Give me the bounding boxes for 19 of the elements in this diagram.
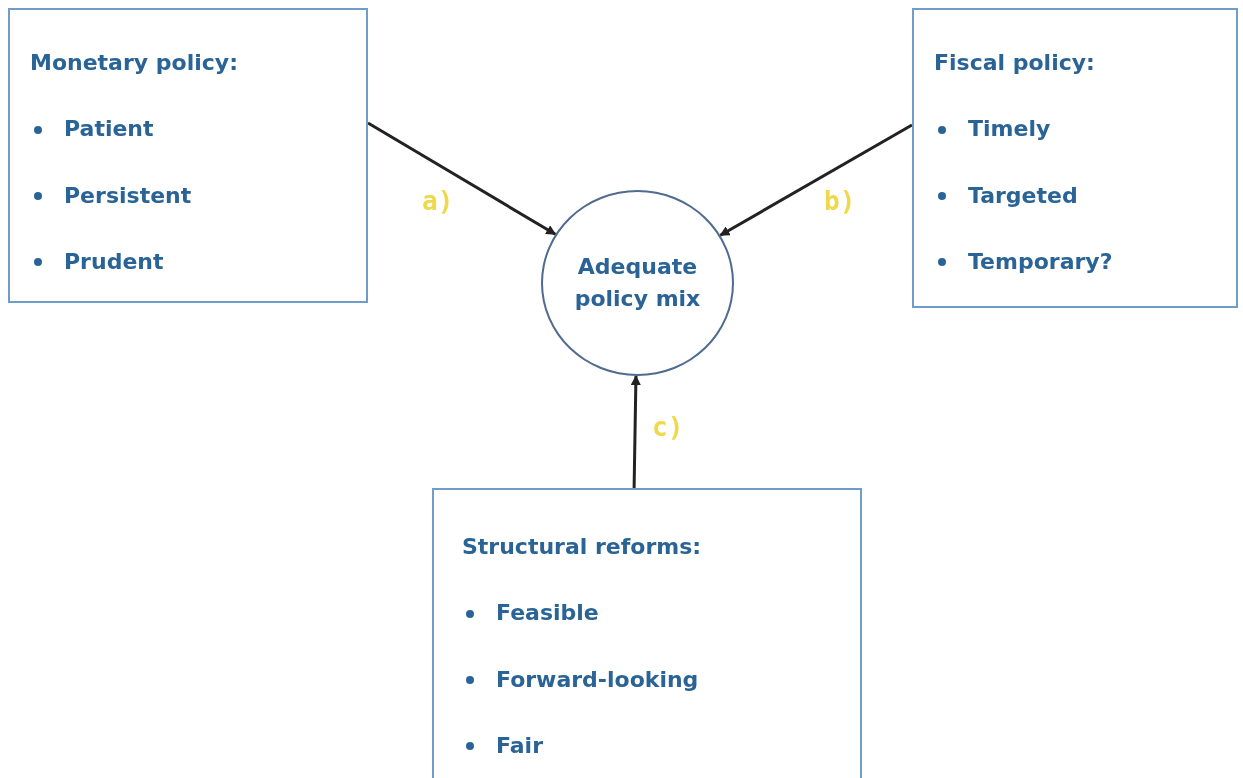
bullet-item: Feasible — [496, 600, 599, 627]
node-title: Adequate policy mix — [573, 253, 702, 313]
bullet-item: Patient — [64, 116, 154, 143]
bullet-item: Forward-looking — [496, 666, 699, 694]
policy-box — [8, 8, 368, 303]
policy-box — [432, 488, 862, 778]
bullet-item: Persistent — [64, 182, 192, 210]
arrow — [719, 123, 913, 237]
box-heading: Monetary policy: — [30, 50, 239, 77]
bullet-item: Prudent — [64, 249, 164, 276]
box-heading: Fiscal policy: — [934, 50, 1096, 77]
bullet-item: Targeted — [968, 182, 1078, 210]
box-heading: Structural reforms: — [462, 534, 703, 561]
policy-box — [912, 8, 1238, 308]
bullet-item: Timely — [968, 116, 1051, 143]
arrow — [367, 121, 557, 236]
arrow — [630, 375, 641, 489]
bullet-item: Temporary? — [968, 249, 1113, 276]
bullet-item: Fair — [496, 733, 543, 760]
